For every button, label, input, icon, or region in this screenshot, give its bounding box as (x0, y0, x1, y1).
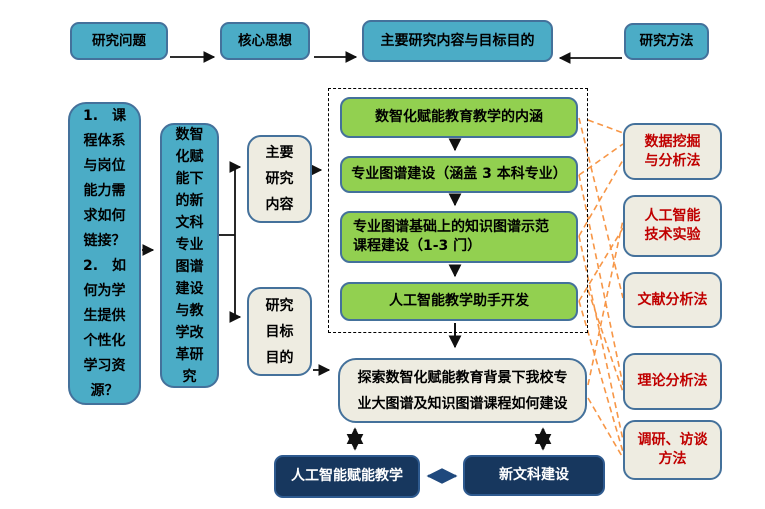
box-project-title: 数智 化赋 能下 的新 文科 专业 图谱 建设 与教 学改 革研 究 (160, 123, 219, 388)
box-knowledge-map-courses: 专业图谱基础上的知识图谱示范 课程建设（1-3 门） (340, 211, 578, 263)
box-ai-assistant-development: 人工智能教学助手开发 (340, 282, 578, 321)
box-major-map-construction: 专业图谱建设（涵盖 3 本科专业） (340, 156, 578, 193)
double-arrows (346, 427, 552, 451)
box-method-ai-experiment: 人工智能 技术实验 (623, 195, 722, 257)
box-core-idea: 核心思想 (220, 22, 310, 60)
box-research-method: 研究方法 (624, 23, 709, 60)
box-new-liberal-arts: 新文科建设 (463, 455, 605, 496)
box-research-questions-list: 1. 课 程体系 与岗位 能力需 求如何 链接？ 2. 如 何为学 生提供 个性… (68, 102, 141, 405)
box-method-survey-interview: 调研、访谈 方法 (623, 420, 722, 480)
box-main-content-goal: 主要研究内容与目标目的 (362, 20, 553, 62)
box-research-question: 研究问题 (70, 22, 168, 60)
box-method-data-mining: 数据挖掘 与分析法 (623, 123, 722, 180)
box-ai-empowered-teaching: 人工智能赋能教学 (274, 455, 420, 498)
box-main-research-content: 主要 研究 内容 (247, 135, 312, 223)
box-research-goal: 研究 目标 目的 (247, 287, 312, 376)
green-group-outline (328, 88, 588, 333)
box-method-literature-analysis: 文献分析法 (623, 272, 722, 328)
box-exploration-goal: 探索数智化赋能教育背景下我校专 业大图谱及知识图谱课程如何建设 (338, 358, 587, 423)
box-method-theory-analysis: 理论分析法 (623, 353, 722, 410)
box-connotation: 数智化赋能教育教学的内涵 (340, 97, 578, 138)
